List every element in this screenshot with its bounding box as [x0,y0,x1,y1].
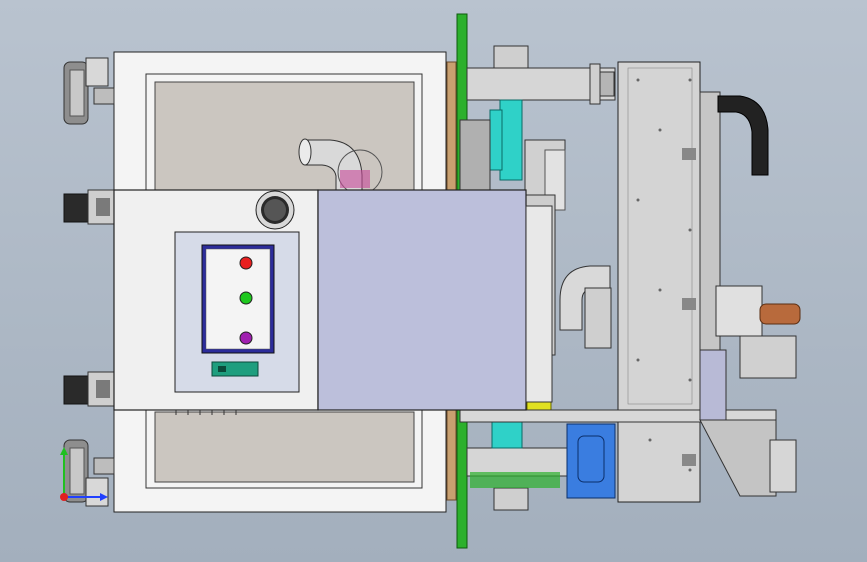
guide-rod-flange-top [589,63,601,105]
cable-chain [717,95,769,176]
hood-right-lip [525,205,553,403]
guide-rod-flange-top-2 [599,71,615,97]
indicator-lamps [239,256,253,345]
plate-holes [636,78,696,472]
lamp-red [239,256,253,270]
elbow-duct [298,138,383,195]
blue-motor [566,423,616,499]
y-axis-head [60,447,68,455]
bottom-window-panel [154,411,415,483]
guide-rod-bottom [466,447,568,477]
round-port [255,190,295,230]
hood-vent-slots [175,410,237,415]
lamp-purple [239,331,253,345]
teal-bracket-bottom [470,419,560,511]
lamp-green [239,291,253,305]
main-plate [617,61,701,411]
teal-bracket-top [489,45,529,181]
axis-triad [60,447,108,501]
caster-mid-left-1 [63,189,117,225]
panel-switch-slot [218,366,226,372]
control-label-face [205,248,271,350]
caster-mid-left-2 [63,371,117,407]
copper-strip-top [446,61,457,193]
x-axis-head [100,493,108,501]
copper-shaft [715,285,801,379]
z-axis-origin [60,493,68,501]
top-window-panel [154,81,415,191]
bottom-right-bracket [699,349,797,497]
panel-switch[interactable] [211,361,259,377]
main-plate-inner [627,67,693,405]
bottom-beam [459,409,777,423]
right-clamp [584,287,612,349]
hood-body [317,189,527,411]
copper-strip-bottom [446,409,457,501]
caster-top-left [63,57,115,125]
